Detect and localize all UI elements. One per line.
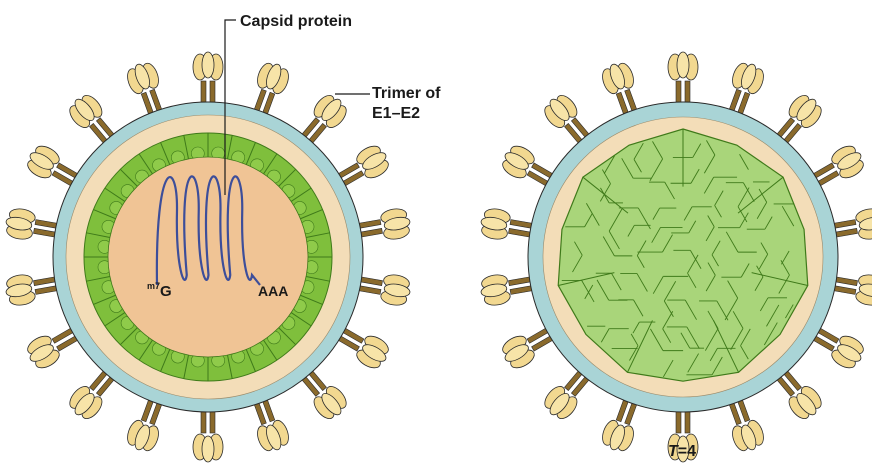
virion-cross-section: m7G AAA: [4, 52, 413, 462]
poly-a-label: AAA: [258, 283, 288, 299]
virion-exterior-view: [479, 52, 872, 462]
triangulation-label: T=4: [668, 443, 696, 460]
trimer-callout: Trimer of E1–E2: [335, 85, 441, 122]
cap-base: G: [160, 283, 172, 300]
trimer-label-line2: E1–E2: [372, 105, 420, 122]
cap-superscript: m7: [147, 281, 160, 291]
triangulation-value: =4: [678, 443, 696, 460]
trimer-label-line1: Trimer of: [372, 85, 441, 102]
capsid-protein-label: Capsid protein: [240, 13, 352, 30]
